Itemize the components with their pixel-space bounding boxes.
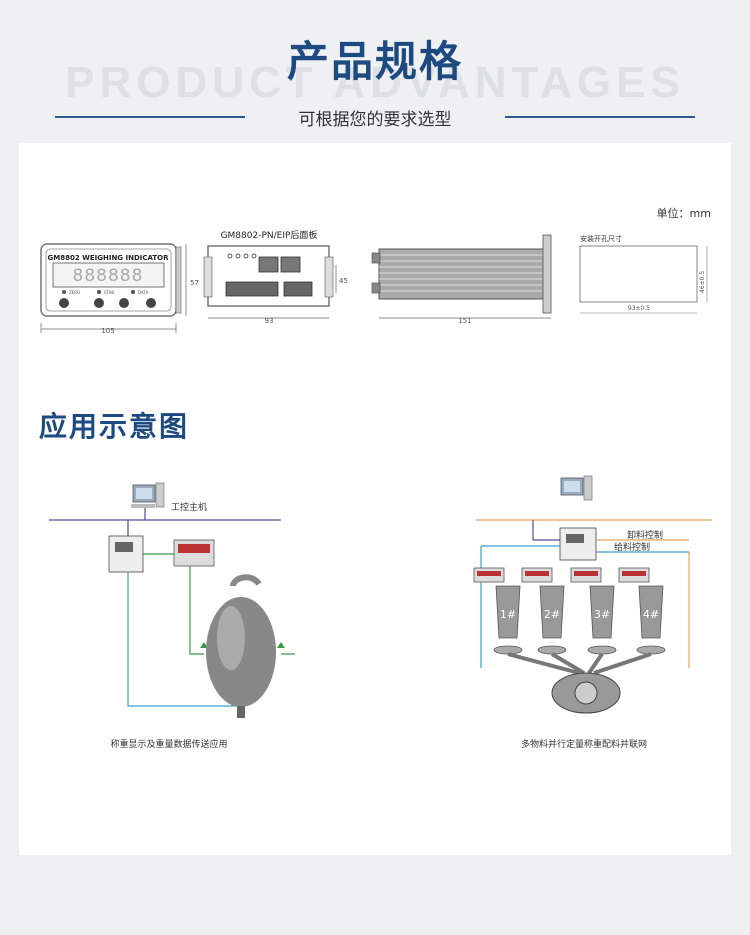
unit-label: 单位：mm [656, 207, 711, 220]
diagram2-caption: 多物料并行定量称重配料并联网 [521, 738, 647, 750]
diagram-2: 卸料控制 给料控制 1# 2# 3# 4# [473, 475, 712, 750]
rear-panel-drawing: GM8802-PN/EIP后面板 93 45 [203, 229, 348, 325]
feed-label: 给料控制 [614, 541, 650, 553]
content-card: 单位：mm GM8802 WEIGHING INDICATOR 888888 Z… [19, 143, 731, 855]
footer-strip [0, 855, 750, 935]
page-title: 产品规格 [286, 37, 463, 86]
front-height-dim: 57 [190, 279, 199, 287]
cutout-title: 安装开孔尺寸 [580, 234, 622, 243]
diagram-1: 工控主机 称重显示及重量数据传送应用 [49, 482, 295, 750]
diagram1-caption: 称重显示及重量数据传送应用 [110, 738, 227, 750]
page-subtitle: 可根据您的要求选型 [298, 110, 452, 130]
hopper-3-label: 3# [594, 608, 610, 621]
front-width-dim: 105 [101, 327, 114, 335]
cutout-width-dim: 93±0.5 [628, 305, 650, 312]
hopper-1-label: 1# [500, 608, 516, 621]
section-title: 应用示意图 [39, 410, 190, 443]
rear-height-dim: 45 [339, 277, 348, 285]
side-view-drawing: 151 [371, 234, 552, 325]
host-label: 工控主机 [171, 501, 207, 513]
computer-icon-2 [560, 475, 593, 501]
hopper-4-label: 4# [643, 608, 659, 621]
front-panel-digits: 888888 [73, 266, 144, 286]
application-diagrams: 工控主机 称重显示及重量数据传送应用 [49, 475, 712, 750]
rear-panel-title: GM8802-PN/EIP后面板 [221, 229, 318, 241]
hopper-2-label: 2# [544, 608, 560, 621]
status-label-data: DATA [138, 290, 149, 295]
status-label-zero: ZERO [69, 290, 80, 295]
cutout-drawing: 安装开孔尺寸 93±0.5 46±0.5 [579, 234, 708, 314]
computer-icon [131, 482, 165, 508]
divider-right [505, 116, 695, 118]
cutout-height-dim: 46±0.5 [699, 271, 706, 293]
side-length-dim: 151 [458, 317, 471, 325]
status-label-stab: STAB [104, 290, 114, 295]
rear-width-dim: 93 [265, 317, 274, 325]
background-word: PRODUCT ADVANTAGES [65, 58, 685, 107]
front-panel-drawing: GM8802 WEIGHING INDICATOR 888888 ZERO ST… [40, 243, 199, 335]
unload-label: 卸料控制 [627, 529, 663, 541]
front-panel-brand: GM8802 WEIGHING INDICATOR [48, 254, 170, 262]
divider-left [55, 116, 245, 118]
header: PRODUCT ADVANTAGES 产品规格 可根据您的要求选型 [0, 0, 750, 140]
spec-drawings: GM8802 WEIGHING INDICATOR 888888 ZERO ST… [40, 229, 708, 335]
